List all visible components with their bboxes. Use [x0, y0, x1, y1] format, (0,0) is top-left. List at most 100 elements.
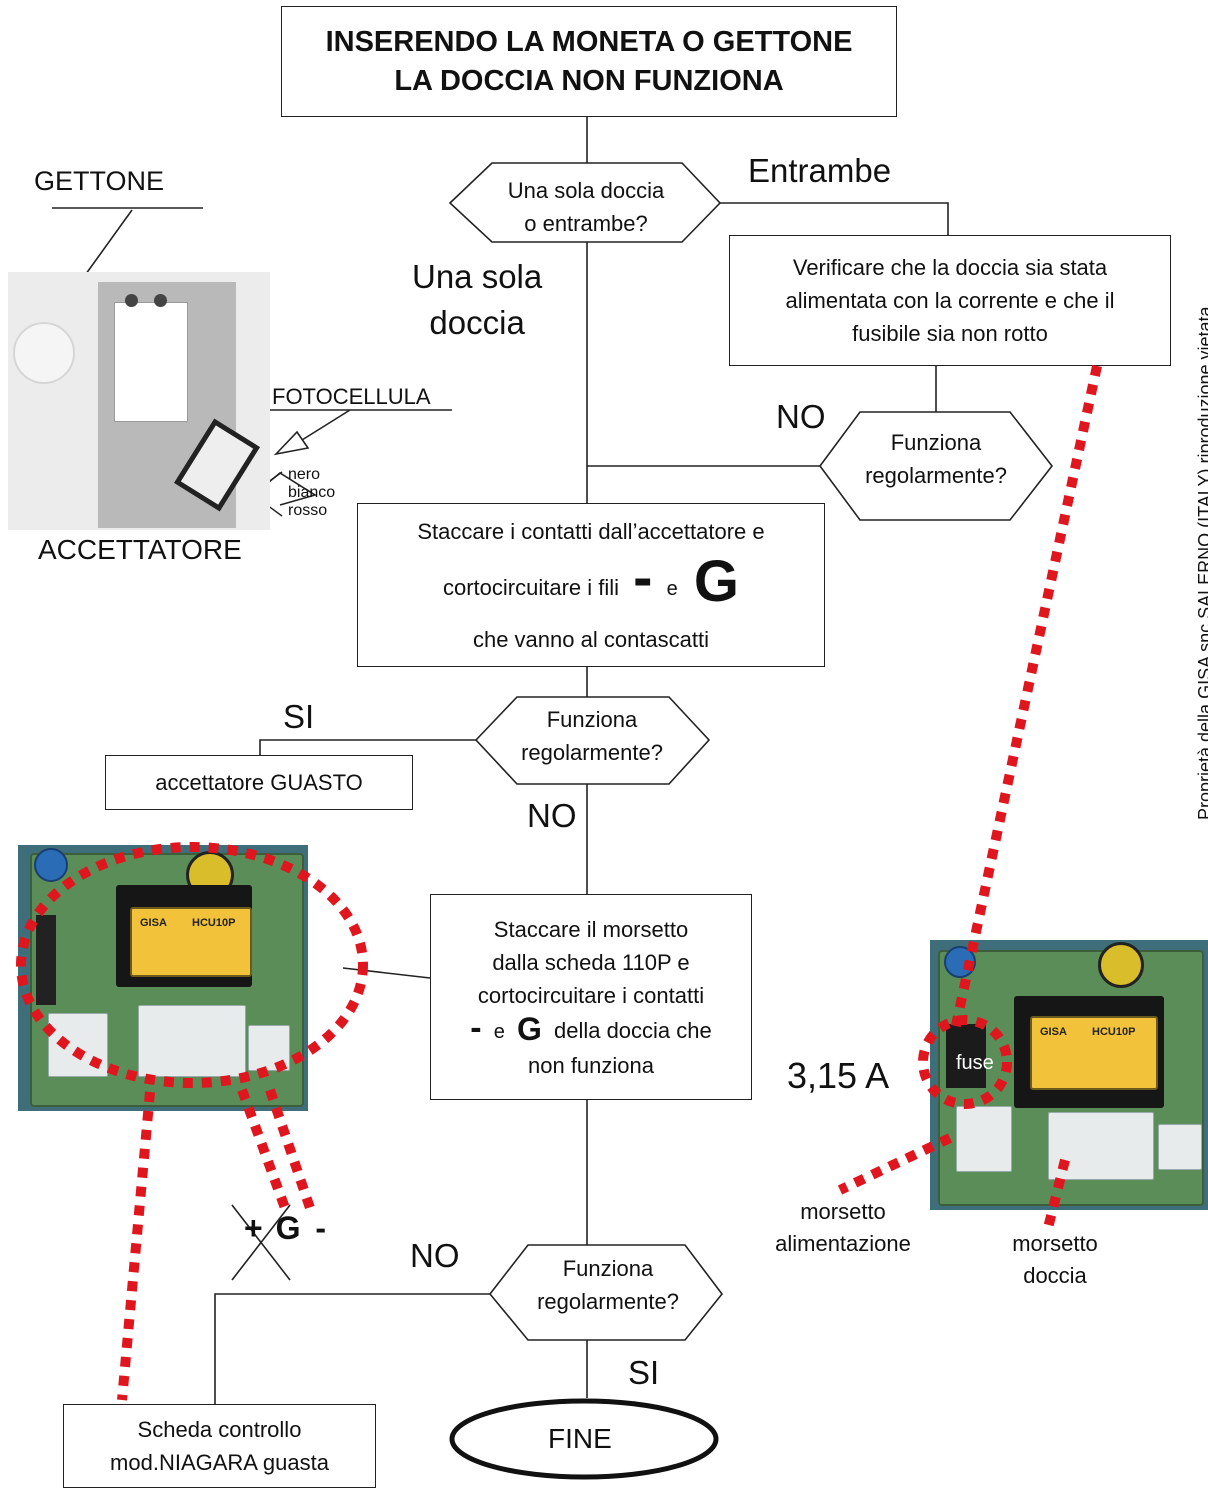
coin-slot-icon	[13, 322, 75, 384]
title-box: INSERENDO LA MONETA O GETTONE LA DOCCIA …	[281, 6, 897, 117]
g-symbol-small: G	[516, 1010, 542, 1047]
fuse-rating-label: 3,15 A	[787, 1055, 890, 1096]
connector-photo-morsetto	[342, 967, 431, 979]
morsetto-line4-text: della doccia che	[553, 1017, 712, 1043]
morsetto-alimentazione-line1: morsetto	[800, 1199, 886, 1224]
staccare-line2-text: cortocircuitare i fili	[443, 574, 620, 600]
staccare-line2: cortocircuitare i fili - e G	[443, 548, 739, 614]
decision-una-sola: Una sola doccia o entrambe?	[470, 174, 702, 240]
decision-funziona-3: Funziona regolarmente?	[494, 703, 690, 769]
scheda-guasta-box: Scheda controllo mod.NIAGARA guasta	[63, 1404, 376, 1488]
terminal-block	[1048, 1112, 1154, 1180]
staccare-box: Staccare i contatti dall’accettatore e c…	[357, 503, 825, 667]
morsetto-doccia-line1: morsetto	[1012, 1231, 1098, 1256]
wire-bianco-label: bianco	[288, 484, 336, 501]
g-symbol: G	[693, 548, 739, 614]
terminal-block	[1158, 1124, 1202, 1170]
verificare-line2: alimentata con la corrente e che il	[785, 288, 1115, 313]
decision-funziona-2: Funziona regolarmente?	[836, 426, 1036, 492]
morsetto-doccia-label: morsetto doccia	[1000, 1228, 1110, 1292]
morsetto-box: Staccare il morsetto dalla scheda 110P e…	[430, 894, 752, 1100]
branch-una-sola-label: Una sola doccia	[412, 254, 542, 346]
decision-una-sola-shape	[448, 162, 722, 243]
decision-funziona-4: Funziona regolarmente?	[508, 1252, 708, 1318]
wire-rosso-label: rosso	[288, 502, 328, 519]
connector-decision3-si	[259, 739, 476, 755]
accettatore-photo	[8, 272, 270, 530]
terminal-block	[48, 1013, 108, 1077]
accettatore-guasto-box: accettatore GUASTO	[105, 755, 413, 810]
screw-icon	[154, 294, 167, 307]
accettatore-label: ACCETTATORE	[38, 534, 242, 565]
minus-symbol: -	[633, 544, 653, 610]
scheda-line2: mod.NIAGARA guasta	[110, 1450, 329, 1475]
branch-una-sola-line2: doccia	[429, 304, 525, 341]
morsetto-line5: non funziona	[528, 1052, 654, 1078]
decision-funziona-3-shape	[474, 696, 711, 785]
relay-module: GISA HCU10P	[130, 907, 252, 977]
decision-una-sola-line2: o entrambe?	[524, 211, 648, 236]
verificare-line1: Verificare che la doccia sia stata	[792, 255, 1108, 280]
scheda-line1: Scheda controllo	[137, 1417, 302, 1442]
terminal-plus: +	[244, 1210, 263, 1246]
fotocellula-label: FOTOCELLULA	[272, 384, 431, 409]
decision-una-sola-line1: Una sola doccia	[507, 178, 665, 203]
minus-symbol-small: -	[470, 1008, 482, 1047]
connector-decision4-no	[214, 1293, 490, 1404]
decision-funziona-4-line2: regolarmente?	[537, 1289, 679, 1314]
title-line-1: INSERENDO LA MONETA O GETTONE	[325, 25, 853, 58]
terminal-block	[956, 1106, 1012, 1172]
terminal-labels: + G -	[244, 1210, 326, 1247]
decision-funziona-3-line2: regolarmente?	[521, 740, 663, 765]
board-brand: GISA	[1040, 1026, 1067, 1038]
wire-nero-label: nero	[288, 466, 321, 483]
terminal-block	[248, 1025, 290, 1071]
end-label: FINE	[548, 1423, 612, 1454]
gettone-label: GETTONE	[34, 166, 165, 196]
copyright-vertical: Proprietà della GISA snc SALERNO (ITALY)…	[1195, 306, 1208, 820]
decision-funziona-4-line1: Funziona	[562, 1256, 654, 1281]
label-si-left: SI	[283, 698, 315, 735]
fotocellula-arrow-icon	[273, 430, 310, 456]
relay-module: GISA HCU10P	[1030, 1016, 1158, 1090]
staccare-e: e	[666, 577, 678, 600]
staccare-line3: che vanno al contascatti	[472, 626, 710, 652]
label-no-middle: NO	[527, 797, 577, 834]
capacitor-icon	[34, 848, 68, 882]
morsetto-doccia-line2: doccia	[1023, 1263, 1087, 1288]
title-line-2: LA DOCCIA NON FUNZIONA	[394, 64, 784, 97]
fuse-holder-icon	[1098, 942, 1144, 988]
label-si-bottom: SI	[628, 1354, 660, 1391]
label-no-bottom: NO	[410, 1237, 460, 1274]
branch-una-sola-line1: Una sola	[412, 258, 543, 295]
morsetto-line3: cortocircuitare i contatti	[477, 982, 705, 1008]
label-no-right: NO	[776, 398, 826, 435]
terminal-block	[138, 1005, 246, 1077]
morsetto-alimentazione-line2: alimentazione	[775, 1231, 911, 1256]
staccare-line1: Staccare i contatti dall’accettatore e	[417, 518, 765, 544]
board-brand: GISA	[140, 917, 167, 929]
branch-entrambe-label: Entrambe	[748, 152, 892, 189]
control-board-photo-right: GISA HCU10P	[930, 940, 1208, 1210]
decision-funziona-2-line1: Funziona	[890, 430, 982, 455]
fuse-label: fuse	[956, 1052, 994, 1074]
connector-strip	[36, 915, 56, 1005]
acceptor-cover	[114, 302, 188, 422]
verificare-box: Verificare che la doccia sia stata alime…	[729, 235, 1171, 366]
morsetto-line4: - e G della doccia che	[470, 1008, 712, 1049]
morsetto-alimentazione-label: morsetto alimentazione	[763, 1196, 923, 1260]
connector-entrambe	[720, 202, 949, 235]
decision-funziona-4-shape	[488, 1244, 724, 1341]
morsetto-line2: dalla scheda 110P e	[492, 949, 690, 975]
verificare-line3: fusibile sia non rotto	[852, 321, 1048, 346]
morsetto-line1: Staccare il morsetto	[493, 916, 689, 942]
board-model: HCU10P	[192, 917, 236, 929]
control-board-photo-left: GISA HCU10P	[18, 845, 308, 1111]
end-ellipse-shape	[449, 1398, 719, 1480]
capacitor-icon	[944, 946, 976, 978]
board-model: HCU10P	[1092, 1026, 1136, 1038]
decision-funziona-3-line1: Funziona	[546, 707, 638, 732]
decision-funziona-2-line2: regolarmente?	[865, 463, 1007, 488]
terminal-minus: -	[315, 1210, 327, 1246]
